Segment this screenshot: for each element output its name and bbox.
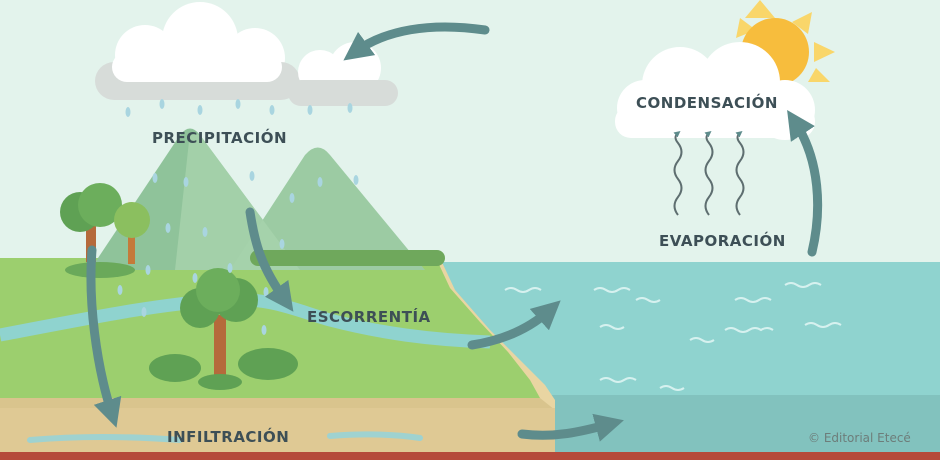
condensation-cloud [615,42,815,140]
bottom-strip [0,452,940,460]
cycle-arrows [86,22,823,442]
arrow-runoff-to-sea [467,300,561,350]
credit-text: © Editorial Etecé [808,431,911,445]
rain-cloud [95,2,300,100]
label-precipitation: PRECIPITACIÓN [152,129,288,147]
tree-center [149,268,298,390]
rain-drops [117,99,359,335]
label-condensation: CONDENSACIÓN [636,94,778,112]
label-infiltration: INFILTRACIÓN [167,428,290,446]
arrow-groundwater-to-sea [517,413,624,442]
arrow-to-condensation [787,109,823,257]
label-evaporation: EVAPORACIÓN [659,232,786,250]
trees-left [60,183,150,278]
label-runoff: ESCORRENTÍA [307,308,431,326]
arrow-runoff [245,207,294,312]
arrow-to-precipitation [343,22,490,61]
evaporation-vapor [673,130,745,216]
arrow-infiltration [86,245,122,428]
